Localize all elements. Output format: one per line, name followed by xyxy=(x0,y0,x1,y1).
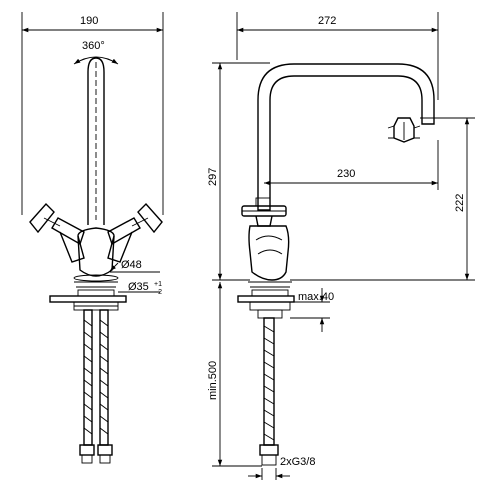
front-spout xyxy=(87,57,105,225)
thickness-dimension: max.40 xyxy=(290,288,334,332)
reach-total-label: 272 xyxy=(318,15,336,27)
reach-total-dimension: 272 xyxy=(236,12,439,100)
front-hoses xyxy=(79,309,113,464)
side-body xyxy=(248,225,290,281)
front-view: 190 360° Ø48 xyxy=(21,12,164,464)
spout-height-dimension: 222 xyxy=(290,117,475,281)
spout-height-label: 222 xyxy=(454,194,466,212)
height-total-dimension: 297 xyxy=(207,62,270,281)
rotation-label: 360° xyxy=(82,40,105,52)
height-total-label: 297 xyxy=(207,168,219,186)
rotation-indicator: 360° xyxy=(73,40,119,65)
width-label: 190 xyxy=(80,15,98,27)
hose-length-label: min.500 xyxy=(207,361,219,400)
width-dimension: 190 xyxy=(21,12,164,215)
connection-label: 2xG3/8 xyxy=(280,456,315,468)
tolerance-plus: +1 xyxy=(154,281,162,288)
side-spout xyxy=(257,63,435,211)
thickness-label: max.40 xyxy=(298,291,334,303)
reach-inner-label: 230 xyxy=(337,168,355,180)
diameter-48-label: Ø48 xyxy=(121,259,142,271)
diameter-35-label: Ø35 xyxy=(128,281,149,293)
right-handle xyxy=(107,202,163,263)
hose-length-dimension: min.500 xyxy=(207,282,262,467)
side-view: 272 297 230 222 xyxy=(207,12,475,480)
aerator xyxy=(387,117,421,143)
side-hose xyxy=(259,317,279,466)
tolerance-minus: −2 xyxy=(154,289,162,296)
reach-inner-dimension: 230 xyxy=(264,140,439,190)
left-handle xyxy=(29,202,85,263)
side-mount-plate xyxy=(237,295,295,303)
connection-dimension: 2xG3/8 xyxy=(248,456,315,480)
side-handle xyxy=(241,197,287,227)
front-mount-plate xyxy=(49,295,127,303)
